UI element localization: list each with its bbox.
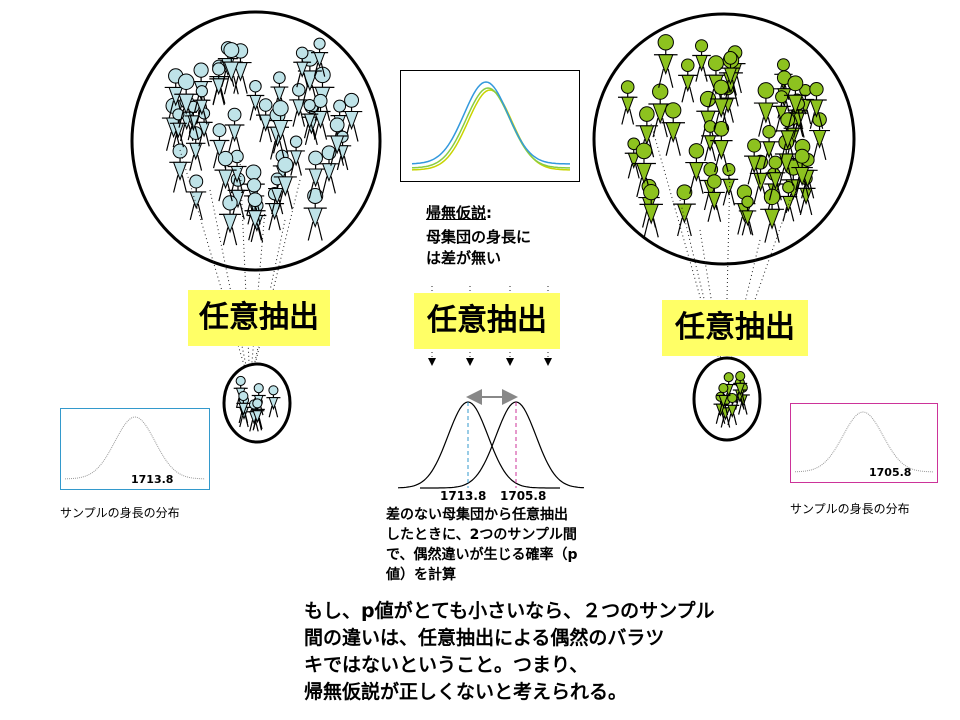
person-figure [733, 371, 748, 404]
comparison-value-left: 1713.8 [440, 489, 487, 503]
person-figure [266, 385, 281, 418]
person-figure [244, 192, 266, 241]
population-a-circle [130, 10, 382, 272]
person-figure [303, 187, 327, 241]
person-figure [779, 180, 798, 222]
person-figure [273, 156, 297, 210]
person-figure [224, 107, 245, 153]
person-figure [716, 383, 731, 416]
sample-comparison-plot [397, 389, 585, 489]
null-hypothesis-title: 帰無仮説 [426, 204, 487, 222]
person-figure [219, 42, 243, 95]
sample-b-value: 1705.8 [869, 466, 912, 479]
person-figure [632, 142, 656, 198]
person-figure [744, 138, 765, 185]
person-figure [246, 79, 265, 121]
person-figure [719, 163, 739, 206]
person-figure [783, 75, 807, 128]
person-figure [186, 174, 207, 221]
person-figure [268, 100, 293, 154]
population-distribution-plot [400, 70, 580, 182]
person-figure [293, 46, 312, 88]
person-figure [661, 102, 685, 156]
conclusion-text: もし、p値がとても小さいなら、２つのサンプル 間の違いは、任意抽出による偶然のバ… [304, 600, 715, 703]
person-figure [311, 37, 329, 77]
person-figure [710, 79, 733, 131]
person-figure [287, 135, 305, 176]
explanation-text: 差のない母集団から任意抽出 したときに、2つのサンプル間 で、偶然違いが生じる確… [386, 507, 578, 583]
person-figure [738, 195, 757, 236]
person-figure [617, 80, 638, 125]
person-figure [678, 58, 698, 103]
sample-a-distribution-box: 1713.8 [60, 408, 210, 490]
person-figure [250, 398, 265, 431]
person-figure [791, 148, 813, 198]
person-figure [318, 145, 340, 194]
random-sampling-label-left: 任意抽出 [188, 290, 330, 346]
person-figure [806, 82, 827, 129]
person-figure [701, 120, 720, 162]
person-figure [772, 90, 791, 133]
person-figure [753, 82, 778, 137]
person-figure [214, 150, 237, 202]
person-figure [648, 83, 673, 138]
person-figure [310, 93, 331, 140]
sample-a-curve [64, 416, 206, 480]
person-figure [760, 188, 784, 243]
null-hypothesis: 帰無仮説: [426, 203, 492, 224]
person-figure [639, 183, 663, 238]
random-sampling-label-right: 任意抽出 [662, 300, 808, 356]
comparison-value-right: 1705.8 [500, 489, 547, 503]
null-hypothesis-body: 母集団の身長に は差が無い [426, 228, 532, 267]
sample-b-circle [692, 356, 762, 442]
person-figure [236, 390, 251, 424]
person-figure [174, 73, 199, 128]
person-figure [326, 117, 348, 166]
person-figure [673, 184, 696, 237]
person-figure [169, 108, 187, 148]
person-figure [624, 137, 643, 179]
person-figure [305, 150, 327, 199]
person-figure [301, 99, 319, 139]
person-figure [710, 121, 733, 173]
person-figure [720, 51, 741, 96]
person-figure [233, 375, 248, 409]
person-figure [653, 34, 678, 88]
person-figure [193, 85, 211, 125]
person-figure [685, 143, 708, 194]
sample-b-curve [794, 411, 934, 473]
person-figure [209, 62, 229, 106]
person-figure [692, 39, 711, 82]
person-figure [765, 155, 786, 201]
person-figure [219, 195, 241, 246]
population-b-circle [592, 12, 856, 266]
sample-b-caption: サンプルの身長の分布 [790, 502, 910, 516]
person-figure [703, 174, 725, 222]
sample-a-circle [222, 362, 292, 444]
null-hypothesis-colon: : [486, 204, 493, 222]
person-figure [256, 98, 276, 143]
sample-b-distribution-box: 1705.8 [790, 403, 938, 483]
sample-a-value: 1713.8 [131, 473, 174, 486]
person-figure [635, 106, 659, 158]
person-figure [164, 68, 187, 119]
person-figure [209, 123, 230, 169]
random-sampling-label-center: 任意抽出 [414, 293, 560, 349]
sample-a-caption: サンプルの身長の分布 [60, 506, 180, 520]
